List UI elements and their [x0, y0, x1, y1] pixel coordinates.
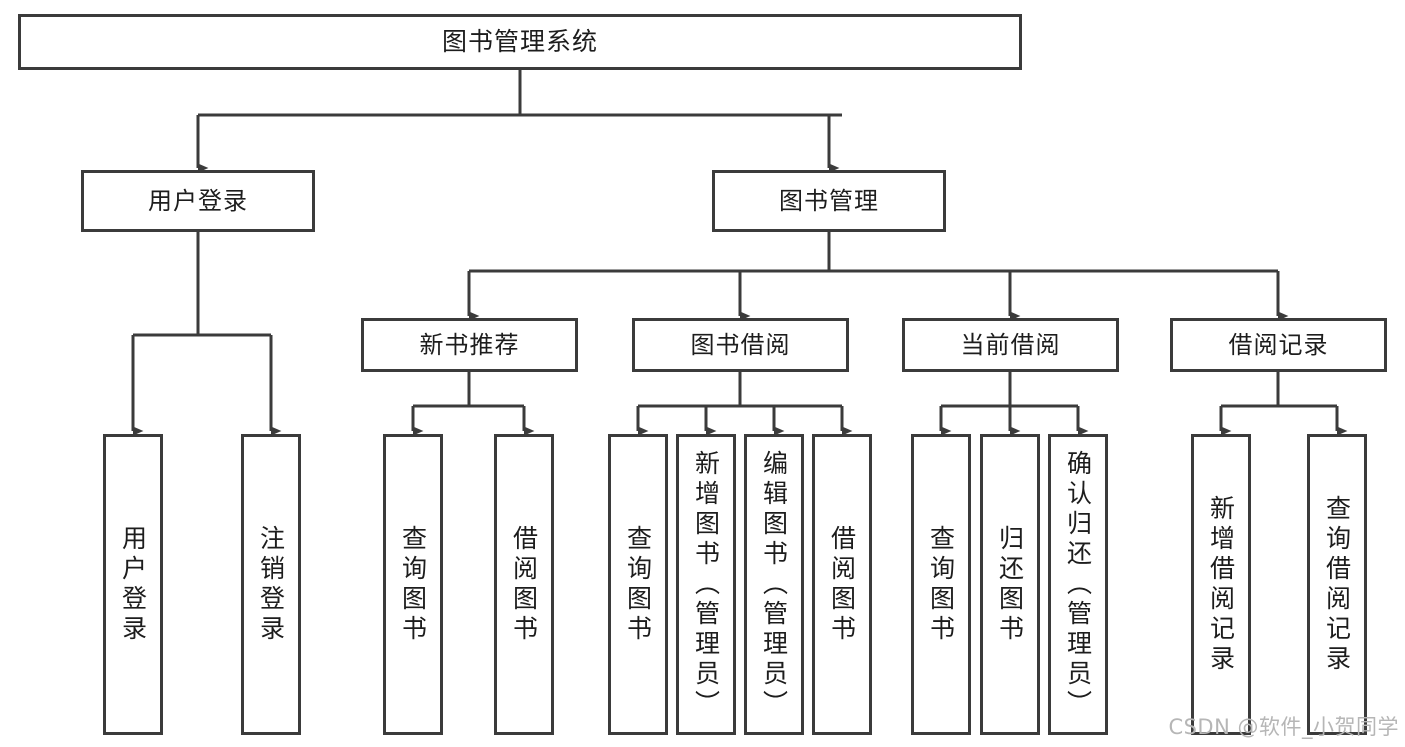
leaf-add-record[interactable]: 新增借阅记录	[1191, 434, 1251, 735]
leaf-query-book-3[interactable]: 查询图书	[911, 434, 971, 735]
leaf-query-book-1[interactable]: 查询图书	[383, 434, 443, 735]
node-label: 借阅图书	[827, 524, 857, 645]
node-label: 图书借阅	[690, 330, 791, 359]
node-label: 归还图书	[995, 524, 1025, 645]
leaf-confirm-return[interactable]: 确认归还（管理员）	[1048, 434, 1108, 735]
node-label: 借阅记录	[1228, 330, 1329, 359]
leaf-borrow-book-1[interactable]: 借阅图书	[494, 434, 554, 735]
node-new-book-recommend[interactable]: 新书推荐	[361, 318, 578, 372]
node-book-manage[interactable]: 图书管理	[712, 170, 946, 232]
leaf-return-book[interactable]: 归还图书	[980, 434, 1040, 735]
node-label: 查询图书	[623, 524, 653, 645]
node-book-borrow[interactable]: 图书借阅	[632, 318, 849, 372]
node-user-login[interactable]: 用户登录	[81, 170, 315, 232]
node-label: 借阅图书	[509, 524, 539, 645]
leaf-logout-login[interactable]: 注销登录	[241, 434, 301, 735]
node-label: 查询图书	[398, 524, 428, 645]
leaf-user-login[interactable]: 用户登录	[103, 434, 163, 735]
node-label: 当前借阅	[960, 330, 1061, 359]
node-label: 查询图书	[926, 524, 956, 645]
node-label: 新增图书（管理员）	[691, 449, 721, 720]
node-label: 用户登录	[148, 186, 248, 215]
node-current-borrow[interactable]: 当前借阅	[902, 318, 1119, 372]
node-label: 图书管理	[779, 186, 879, 215]
node-borrow-record[interactable]: 借阅记录	[1170, 318, 1387, 372]
node-label: 图书管理系统	[441, 27, 598, 57]
leaf-query-record[interactable]: 查询借阅记录	[1307, 434, 1367, 735]
node-label: 确认归还（管理员）	[1063, 449, 1093, 720]
leaf-edit-book[interactable]: 编辑图书（管理员）	[744, 434, 804, 735]
leaf-query-book-2[interactable]: 查询图书	[608, 434, 668, 735]
node-root-book-management-system[interactable]: 图书管理系统	[18, 14, 1022, 70]
leaf-borrow-book-2[interactable]: 借阅图书	[812, 434, 872, 735]
node-label: 编辑图书（管理员）	[759, 449, 789, 720]
node-label: 查询借阅记录	[1322, 494, 1352, 675]
node-label: 新增借阅记录	[1206, 494, 1236, 675]
leaf-add-book[interactable]: 新增图书（管理员）	[676, 434, 736, 735]
node-label: 注销登录	[256, 524, 286, 645]
node-label: 用户登录	[118, 524, 148, 645]
node-label: 新书推荐	[419, 330, 520, 359]
